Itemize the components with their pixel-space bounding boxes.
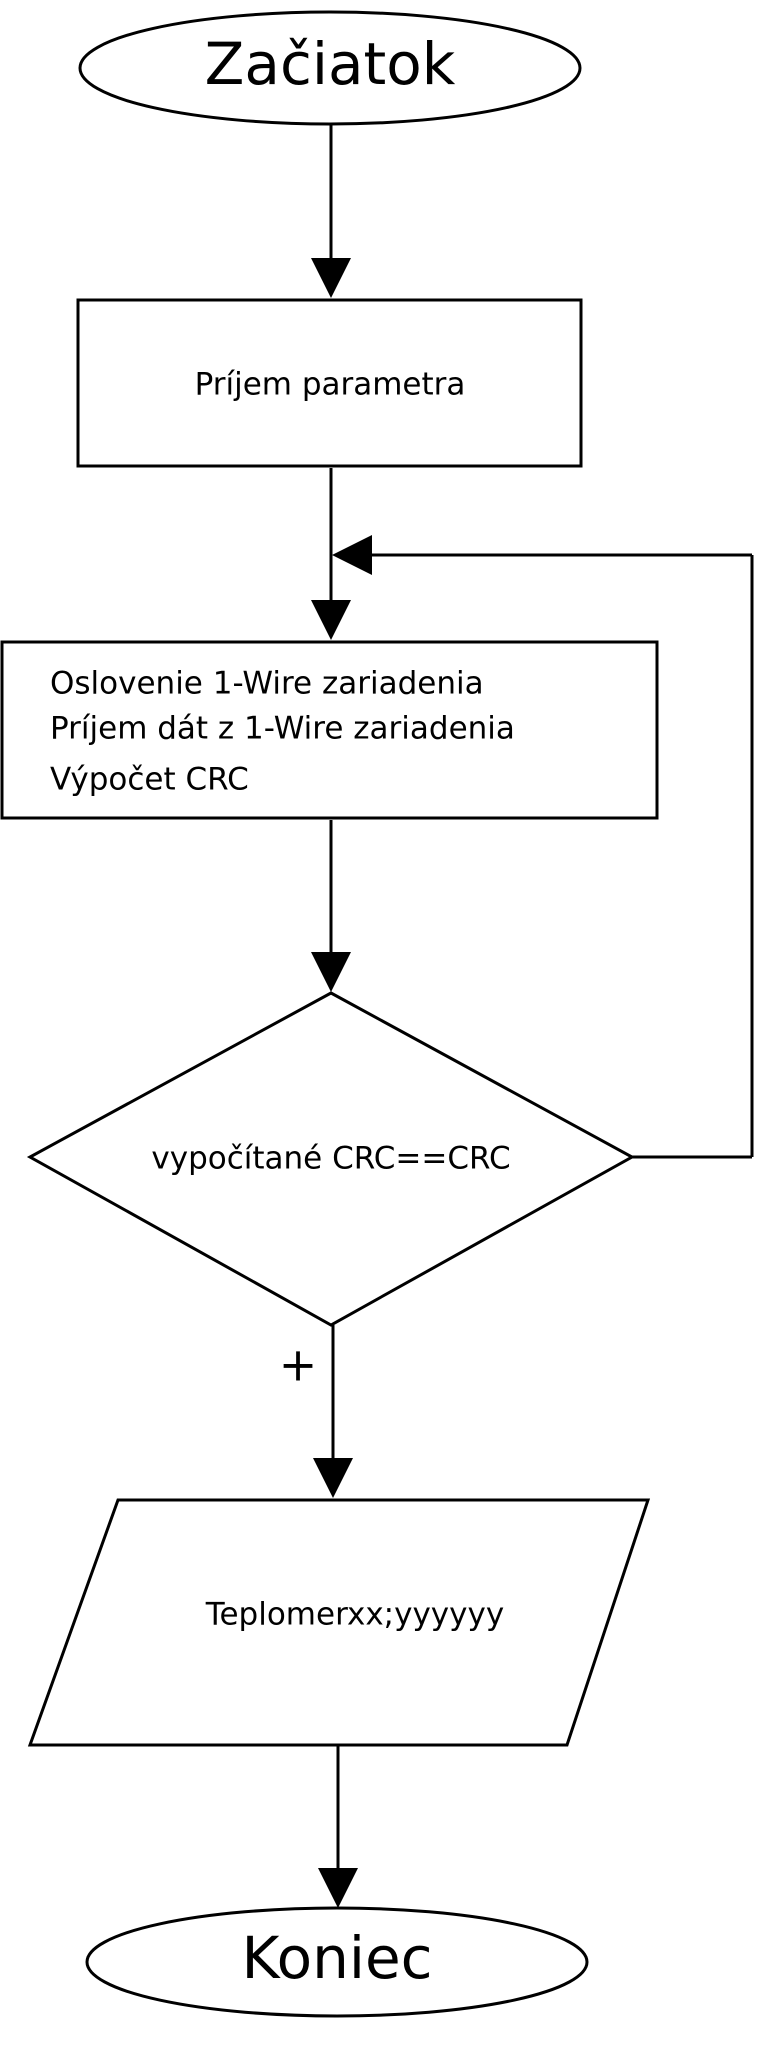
arrow-receive-to-process (311, 468, 351, 640)
arrow-start-to-receive (311, 124, 351, 298)
end-label: Koniec (241, 1924, 432, 1992)
output-label: Teplomerxx;yyyyyy (205, 1597, 504, 1633)
loop-back-connector (332, 535, 754, 1159)
receive-parameter-label: Príjem parametra (195, 367, 466, 403)
process-box: Oslovenie 1-Wire zariadenia Príjem dát z… (0, 640, 659, 820)
process-line-2: Príjem dát z 1-Wire zariadenia (50, 711, 515, 747)
yes-branch-label: + (279, 1338, 318, 1392)
arrow-process-to-decision (311, 820, 351, 992)
loop-arrowhead (332, 535, 372, 575)
end-ellipse (85, 1906, 589, 2018)
start-terminator: Začiatok (78, 10, 582, 126)
receive-parameter-box: Príjem parametra (76, 298, 583, 468)
output-parallelogram: Teplomerxx;yyyyyy (27, 1498, 651, 1747)
end-terminator: Koniec (85, 1906, 589, 2018)
decision-label: vypočítané CRC==CRC (151, 1141, 510, 1177)
arrow-decision-to-output: + (279, 1325, 353, 1498)
arrow-output-to-end (318, 1745, 358, 1908)
decision-diamond: vypočítané CRC==CRC (26, 991, 636, 1327)
process-line-3: Výpočet CRC (50, 762, 249, 798)
start-label: Začiatok (205, 30, 456, 98)
process-line-1: Oslovenie 1-Wire zariadenia (50, 666, 484, 702)
